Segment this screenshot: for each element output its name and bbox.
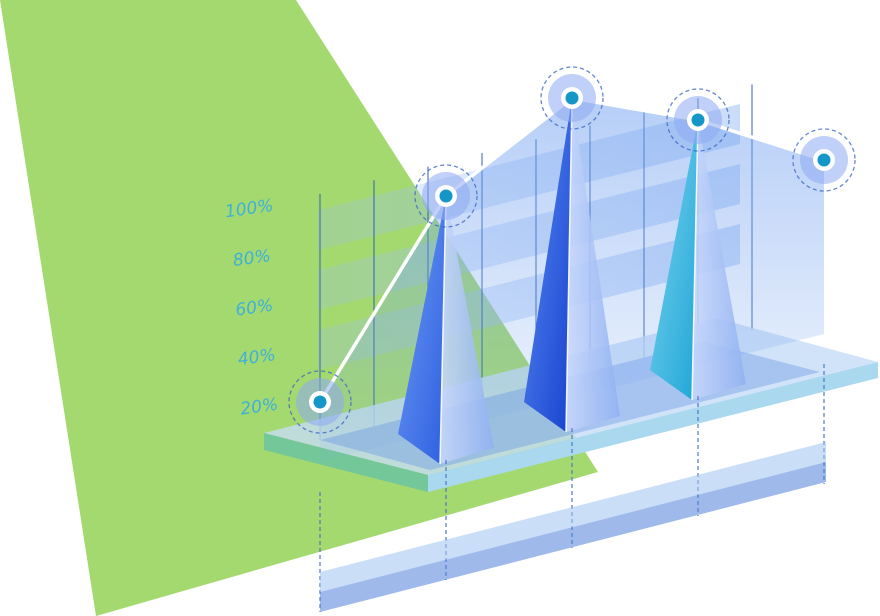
pyramid-edge — [691, 119, 699, 401]
pyramid-edge — [565, 97, 573, 433]
pyramid-bar — [650, 119, 746, 401]
point-core — [691, 113, 705, 127]
lower-ribbon — [320, 442, 826, 612]
data-point — [666, 88, 730, 152]
series-points — [288, 66, 856, 434]
point-dashed-ring — [414, 164, 478, 228]
point-core — [439, 189, 453, 203]
point-dashed-ring — [288, 370, 352, 434]
pyramid-face-left — [524, 97, 572, 432]
point-dashed-ring — [792, 128, 856, 192]
point-core — [313, 395, 327, 409]
point-core — [817, 153, 831, 167]
pyramid-face-left — [650, 119, 698, 400]
pyramid-face-right — [692, 119, 746, 400]
platform-front — [264, 433, 428, 492]
data-point — [540, 66, 604, 130]
data-point — [288, 370, 352, 434]
pyramid-bars — [398, 97, 746, 465]
ribbon-band — [320, 442, 826, 592]
pyramid-face-left — [398, 195, 446, 464]
pyramid-bar — [398, 195, 494, 465]
pyramid-bar — [524, 97, 620, 433]
pyramid-face-right — [566, 97, 620, 432]
data-point — [414, 164, 478, 228]
ribbon-band — [320, 462, 826, 612]
pyramid-edge — [439, 195, 447, 465]
platform-side — [428, 362, 878, 492]
data-point — [792, 128, 856, 192]
pyramid-face-right — [440, 195, 494, 464]
point-core — [565, 91, 579, 105]
